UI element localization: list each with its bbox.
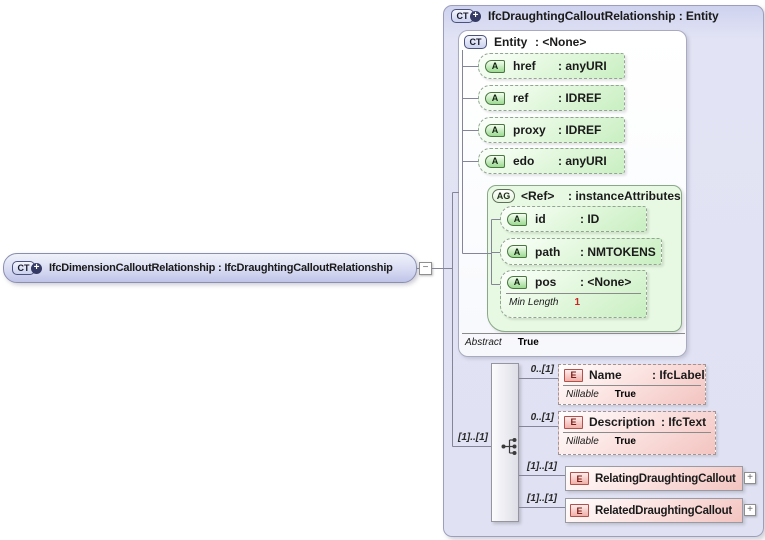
attribute-name: edo — [513, 154, 535, 168]
attribute-href[interactable]: A href : anyURI — [478, 53, 625, 79]
element-description[interactable]: E Description : IfcText Nillable True — [558, 411, 716, 455]
expand-toggle[interactable]: + — [744, 504, 756, 516]
entity-header: CT Entity : <None> — [464, 35, 586, 49]
attribute-icon: A — [485, 59, 505, 73]
minlength-facet: Min Length 1 — [506, 293, 641, 308]
attribute-id[interactable]: A id : ID — [500, 206, 647, 232]
attribute-pos[interactable]: A pos : <None> Min Length 1 — [500, 270, 647, 318]
attribute-type: : anyURI — [558, 154, 607, 168]
main-box-title: IfcDraughtingCalloutRelationship : Entit… — [488, 9, 719, 23]
facet-label: Abstract — [465, 337, 502, 348]
attribute-type: : IDREF — [558, 91, 602, 105]
facet-value: True — [614, 389, 636, 400]
element-icon: E — [564, 368, 583, 382]
entity-type: : <None> — [535, 35, 587, 49]
facet-label: Min Length — [509, 297, 559, 308]
attribute-name: path — [535, 244, 561, 259]
attribute-group-type: : instanceAttributes — [568, 189, 681, 203]
attribute-icon: A — [485, 154, 505, 168]
attribute-icon: A — [485, 91, 505, 105]
sequence-compositor-bar[interactable] — [491, 363, 519, 522]
attribute-name: id — [535, 212, 546, 226]
attribute-icon: A — [507, 245, 527, 258]
nillable-facet: Nillable True — [563, 385, 701, 400]
attribute-ref[interactable]: A ref : IDREF — [478, 85, 625, 111]
element-type-label: : IfcText — [661, 415, 707, 429]
element-name-label: RelatingDraughtingCallout — [595, 472, 736, 485]
attribute-icon: A — [485, 123, 505, 137]
attribute-name: proxy — [513, 123, 546, 137]
element-name-label: RelatedDraughtingCallout — [595, 504, 733, 517]
facet-label: Nillable — [566, 436, 599, 447]
entity-name: Entity — [494, 35, 528, 49]
attribute-name: ref — [513, 91, 529, 105]
element-relatingdraughtingcallout[interactable]: E RelatingDraughtingCallout — [565, 466, 743, 491]
attribute-type: : anyURI — [558, 59, 607, 73]
element-type-label: : IfcLabel — [652, 368, 705, 382]
complextype-icon: CT — [464, 35, 487, 49]
attribute-proxy[interactable]: A proxy : IDREF — [478, 117, 625, 143]
left-box-title: IfcDimensionCalloutRelationship : IfcDra… — [49, 262, 393, 274]
expand-toggle[interactable]: + — [744, 472, 756, 484]
cardinality-label: 0..[1] — [530, 412, 554, 423]
derived-plus-icon: + — [470, 10, 481, 22]
attribute-group-icon: AG — [492, 189, 515, 203]
element-icon: E — [564, 415, 583, 429]
complextype-box-ifcdimensioncalloutrelationship[interactable]: CT+ IfcDimensionCalloutRelationship : If… — [3, 253, 417, 283]
nillable-facet: Nillable True — [563, 432, 711, 447]
element-icon: E — [570, 504, 589, 517]
cardinality-label: 0..[1] — [530, 364, 554, 375]
attribute-name: href — [513, 59, 536, 73]
attribute-edo[interactable]: A edo : anyURI — [478, 148, 625, 174]
attribute-path[interactable]: A path : NMTOKENS — [500, 238, 662, 265]
attribute-type: : ID — [580, 212, 600, 226]
element-name[interactable]: E Name : IfcLabel Nillable True — [558, 364, 706, 405]
attribute-group-name: <Ref> — [521, 189, 555, 203]
attribute-icon: A — [507, 275, 527, 289]
attribute-type: : <None> — [580, 275, 632, 289]
attribute-name: pos — [535, 275, 557, 289]
facet-value: True — [517, 337, 539, 348]
facet-label: Nillable — [566, 389, 599, 400]
main-box-header: CT+ IfcDraughtingCalloutRelationship : E… — [451, 9, 719, 23]
element-name-label: Name — [589, 368, 622, 382]
facet-value: True — [614, 436, 636, 447]
attribute-group-header: AG <Ref> : instanceAttributes — [492, 189, 681, 203]
cardinality-label: [1]..[1] — [527, 461, 557, 472]
attribute-type: : NMTOKENS — [580, 244, 656, 259]
element-name-label: Description — [589, 415, 656, 429]
element-relateddraughtingcallout[interactable]: E RelatedDraughtingCallout — [565, 498, 743, 523]
collapse-toggle[interactable]: − — [419, 262, 432, 275]
cardinality-label: [1]..[1] — [527, 493, 557, 504]
attribute-icon: A — [507, 212, 527, 226]
attribute-type: : IDREF — [558, 123, 602, 137]
element-icon: E — [570, 472, 589, 485]
facet-value: 1 — [574, 297, 581, 308]
abstract-facet: Abstract True — [462, 333, 685, 348]
cardinality-label: [1]..[1] — [458, 432, 488, 443]
derived-plus-icon: + — [31, 262, 42, 274]
